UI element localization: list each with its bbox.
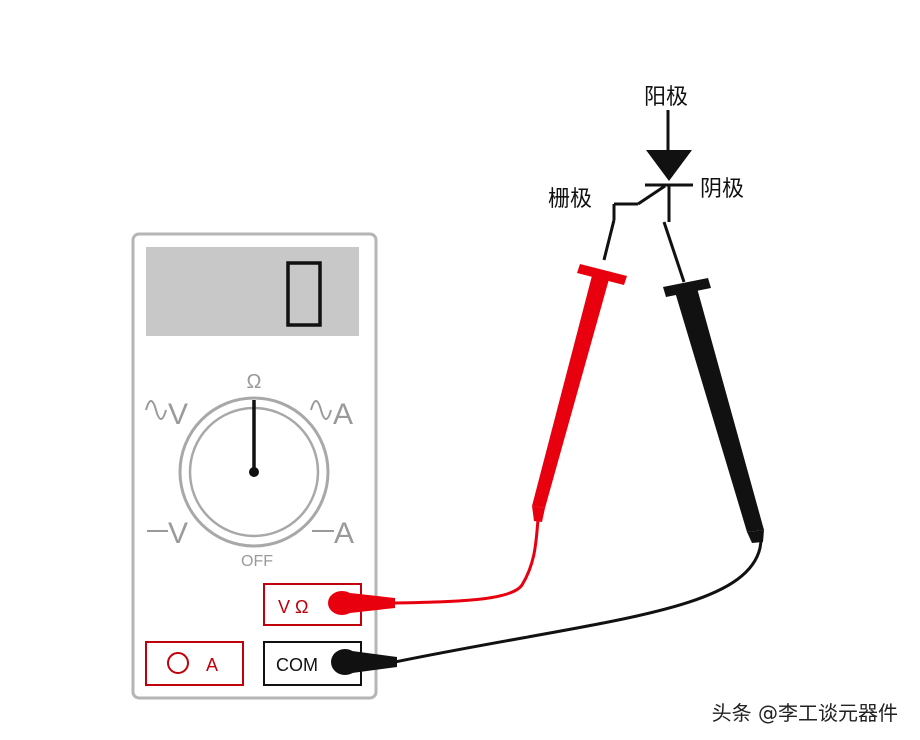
- ac-wave-left-icon: [145, 400, 167, 420]
- port-v-ohm-label: V Ω: [278, 597, 308, 617]
- label-gate: 栅极: [548, 187, 592, 212]
- black-probe-tail: [747, 530, 764, 543]
- dial-label-dc-v: V: [168, 517, 188, 550]
- dial-label-ac-v: V: [168, 398, 188, 431]
- port-a-jack-icon: [167, 652, 189, 674]
- black-probe: [662, 221, 764, 543]
- port-com-label: COM: [276, 655, 318, 675]
- red-probe-wire: [394, 519, 540, 605]
- black-plug: [331, 649, 397, 675]
- gate-lead-diagonal: [637, 184, 666, 206]
- lcd-digit-zero: [286, 261, 322, 327]
- red-probe-tail: [532, 506, 545, 522]
- red-probe-tip: [602, 219, 616, 261]
- label-anode: 阳极: [644, 85, 688, 110]
- port-a-label: A: [206, 655, 218, 675]
- thyristor-symbol: [612, 110, 693, 222]
- dial-label-ohm: Ω: [247, 371, 262, 393]
- red-probe-handle: [532, 268, 611, 508]
- dial-pivot: [249, 467, 259, 477]
- dial-label-dc-a: A: [334, 517, 354, 550]
- dial-label-ac-a: A: [333, 398, 353, 431]
- rotary-dial[interactable]: [178, 396, 330, 548]
- multimeter: 0 Ω V A V A OFF V Ω A: [131, 232, 378, 700]
- black-probe-guard: [663, 278, 711, 297]
- black-probe-tip: [662, 221, 686, 283]
- label-cathode: 阴极: [700, 177, 744, 202]
- black-probe-wire: [394, 534, 764, 664]
- red-plug: [328, 591, 395, 615]
- port-a[interactable]: A: [145, 641, 244, 686]
- lcd-screen: [146, 247, 359, 336]
- port-a-frame: [145, 641, 244, 686]
- thyristor-triangle: [646, 150, 692, 181]
- watermark: 头条 @李工谈元器件: [711, 701, 898, 725]
- black-probe-handle: [675, 288, 764, 532]
- ac-wave-right-icon: [310, 400, 332, 420]
- dial-label-off: OFF: [241, 553, 273, 570]
- red-probe: [532, 219, 627, 522]
